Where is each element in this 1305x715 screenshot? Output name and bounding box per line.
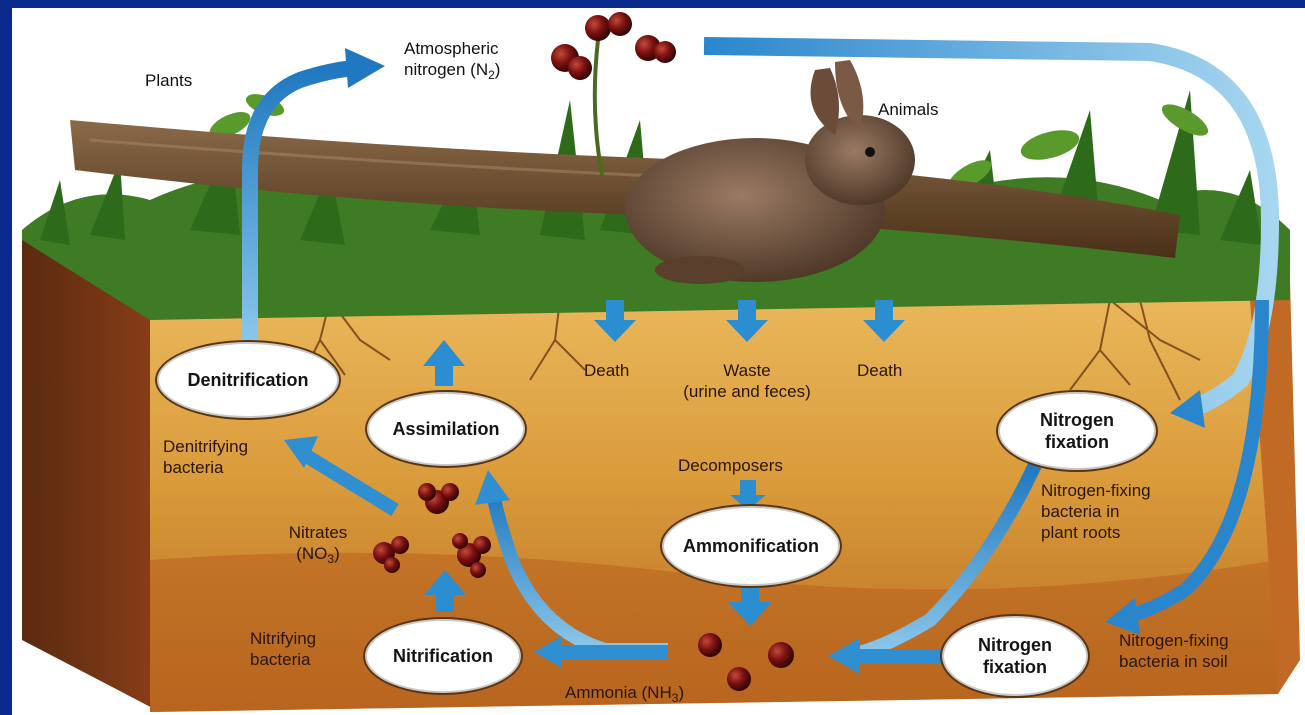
label-nitrates: Nitrates (NO3): [278, 522, 358, 566]
process-nfix-upper-line2: fixation: [1040, 431, 1114, 453]
process-nitrogen-fixation-upper: Nitrogen fixation: [998, 392, 1156, 470]
label-denitrifying-line2: bacteria: [163, 457, 248, 478]
label-denitrifying-bacteria: Denitrifying bacteria: [163, 436, 248, 478]
label-death-right: Death: [857, 360, 902, 381]
process-nfix-upper-line1: Nitrogen: [1040, 409, 1114, 431]
label-ammonia-formula: Ammonia (NH: [565, 683, 672, 702]
label-death-left: Death: [584, 360, 629, 381]
label-animals: Animals: [878, 99, 938, 120]
label-atmospheric-formula: nitrogen (N: [404, 60, 488, 79]
label-nfix-soil-line1: Nitrogen-fixing: [1119, 630, 1229, 651]
label-nitrates-close: ): [334, 544, 340, 563]
label-plants: Plants: [145, 70, 192, 91]
process-denitrification-label: Denitrification: [187, 369, 308, 391]
label-atmospheric-line2: nitrogen (N2): [404, 59, 500, 82]
label-nfix-soil-line2: bacteria in soil: [1119, 651, 1229, 672]
process-nitrogen-fixation-lower: Nitrogen fixation: [942, 616, 1088, 696]
process-assimilation: Assimilation: [367, 392, 525, 466]
label-atmospheric-line1: Atmospheric: [404, 38, 500, 59]
label-decomposers: Decomposers: [678, 455, 783, 476]
label-denitrifying-line1: Denitrifying: [163, 436, 248, 457]
label-nitrifying-line2: bacteria: [250, 649, 316, 670]
label-waste: Waste (urine and feces): [662, 360, 832, 402]
process-nitrification-label: Nitrification: [393, 645, 493, 667]
label-nfix-roots-line3: plant roots: [1041, 522, 1151, 543]
label-nitrates-subscript: 3: [327, 552, 334, 566]
process-ammonification-label: Ammonification: [683, 535, 819, 557]
label-nitrates-formula: (NO: [296, 544, 327, 563]
process-nfix-lower-line2: fixation: [978, 656, 1052, 678]
label-ammonia-close: ): [678, 683, 684, 702]
process-nfix-lower-line1: Nitrogen: [978, 634, 1052, 656]
label-waste-line2: (urine and feces): [662, 381, 832, 402]
label-nfixing-bacteria-soil: Nitrogen-fixing bacteria in soil: [1119, 630, 1229, 672]
label-nfix-roots-line2: bacteria in: [1041, 501, 1151, 522]
label-nitrifying-bacteria: Nitrifying bacteria: [250, 628, 316, 670]
label-nitrates-line2: (NO3): [278, 543, 358, 566]
label-nitrifying-line1: Nitrifying: [250, 628, 316, 649]
process-nitrification: Nitrification: [365, 619, 521, 693]
label-nfix-roots-line1: Nitrogen-fixing: [1041, 480, 1151, 501]
process-ammonification: Ammonification: [662, 506, 840, 586]
process-denitrification: Denitrification: [157, 342, 339, 418]
label-nfixing-bacteria-roots: Nitrogen-fixing bacteria in plant roots: [1041, 480, 1151, 543]
label-atmospheric-subscript: 2: [488, 68, 495, 82]
label-waste-line1: Waste: [662, 360, 832, 381]
label-atmospheric-nitrogen: Atmospheric nitrogen (N2): [404, 38, 500, 82]
label-ammonia-subscript: 3: [672, 691, 679, 705]
process-assimilation-label: Assimilation: [392, 418, 499, 440]
label-atmospheric-close: ): [495, 60, 501, 79]
label-ammonia: Ammonia (NH3): [565, 682, 684, 705]
label-nitrates-line1: Nitrates: [278, 522, 358, 543]
